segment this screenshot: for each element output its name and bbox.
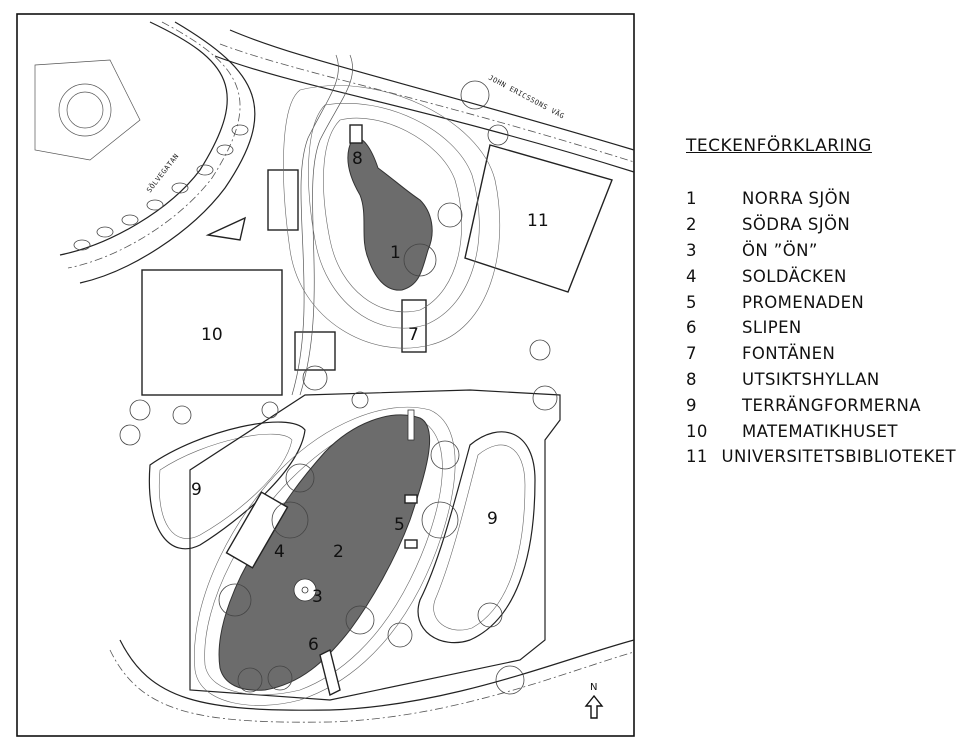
legend-item-label: SLIPEN — [742, 318, 802, 338]
legend-item: 9 TERRÄNGFORMERNA — [686, 392, 956, 418]
legend-item-number: 2 — [686, 215, 697, 235]
building-universitetsbiblioteket — [464, 144, 613, 293]
map-number-4: 4 — [274, 542, 285, 562]
legend-item: 4 SOLDÄCKEN — [686, 263, 956, 289]
map-number-11: 11 — [527, 211, 549, 231]
building-matematikhuset — [141, 269, 283, 396]
legend-item: 1 NORRA SJÖN — [686, 186, 956, 212]
legend-item: 8 UTSIKTSHYLLAN — [686, 367, 956, 393]
legend-item-label: NORRA SJÖN — [742, 189, 851, 209]
soldack-triangle — [205, 216, 246, 241]
north-arrow-label: N — [590, 682, 597, 693]
legend-item-number: 6 — [686, 318, 697, 338]
legend-item: 3 ÖN ”ÖN” — [686, 238, 956, 264]
legend-list: 1 NORRA SJÖN 2 SÖDRA SJÖN 3 ÖN ”ÖN” 4 SOLDÄCKEN… — [686, 186, 956, 470]
legend-item-number: 9 — [686, 395, 697, 415]
terrain-west — [148, 421, 306, 550]
legend-item-label: UTSIKTSHYLLAN — [742, 369, 880, 389]
legend: TECKENFÖRKLARING 1 NORRA SJÖN 2 SÖDRA SJÖN 3… — [686, 136, 956, 470]
tree-symbols — [119, 80, 558, 695]
utsiktshyllan-platform — [349, 124, 363, 144]
legend-item: 6 SLIPEN — [686, 315, 956, 341]
map-frame — [16, 13, 635, 737]
legend-item-label: SÖDRA SJÖN — [742, 215, 851, 235]
map-number-8: 8 — [352, 149, 363, 169]
legend-item: 11 UNIVERSITETSBIBLIOTEKET — [686, 444, 956, 470]
street-label-north: JOHN ERICSSONS VÄG — [487, 73, 566, 121]
hedge-row — [73, 124, 249, 251]
legend-item-number: 7 — [686, 344, 697, 364]
north-arrow-icon: N — [584, 682, 604, 719]
legend-item: 10 MATEMATIKHUSET — [686, 418, 956, 444]
legend-item-number: 11 — [686, 447, 708, 467]
roundabout-block — [34, 59, 141, 161]
map-number-1: 1 — [390, 243, 401, 263]
legend-item-label: PROMENADEN — [742, 292, 865, 312]
john-ericssons-vag-road — [214, 29, 635, 173]
legend-item-label: SOLDÄCKEN — [742, 266, 847, 286]
legend-item-number: 8 — [686, 369, 697, 389]
park-boundary — [189, 389, 561, 701]
solvegatan-road — [59, 21, 256, 284]
map-number-5: 5 — [394, 515, 405, 535]
legend-item: 2 SÖDRA SJÖN — [686, 212, 956, 238]
street-label-west: SÖLVEGATAN — [144, 152, 180, 195]
map-number-9-west: 9 — [191, 480, 202, 500]
legend-title: TECKENFÖRKLARING — [686, 136, 872, 156]
island-on-on — [293, 578, 317, 602]
slipen-ramp — [319, 648, 341, 697]
legend-item-number: 5 — [686, 292, 697, 312]
map-number-6: 6 — [308, 635, 319, 655]
map-number-9-east: 9 — [487, 509, 498, 529]
map-number-7: 7 — [408, 325, 419, 345]
legend-item-number: 10 — [686, 421, 708, 441]
legend-item-number: 3 — [686, 240, 697, 260]
legend-item-number: 4 — [686, 266, 697, 286]
terrain-east — [417, 431, 536, 644]
soldacken-deck — [225, 491, 289, 569]
legend-item-label: MATEMATIKHUSET — [742, 421, 898, 441]
map-number-2: 2 — [333, 542, 344, 562]
legend-item-number: 1 — [686, 189, 697, 209]
legend-item-label: UNIVERSITETSBIBLIOTEKET — [721, 447, 956, 467]
legend-item: 7 FONTÄNEN — [686, 341, 956, 367]
legend-item-label: ÖN ”ÖN” — [742, 240, 818, 260]
legend-item: 5 PROMENADEN — [686, 289, 956, 315]
legend-item-label: FONTÄNEN — [742, 344, 836, 364]
norra-sjon-water — [347, 137, 433, 291]
legend-item-label: TERRÄNGFORMERNA — [742, 395, 921, 415]
map-number-3: 3 — [312, 587, 323, 607]
map-number-10: 10 — [201, 325, 223, 345]
